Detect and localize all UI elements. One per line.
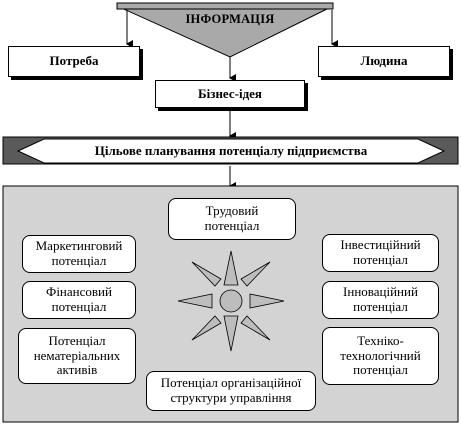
need-box: Потреба — [8, 46, 140, 77]
need-label: Потреба — [49, 53, 99, 69]
sun-star-icon — [177, 250, 285, 352]
marketing-potential-label: Маркетинговий потенціал — [35, 238, 123, 268]
labour-potential-label: Трудовий потенціал — [204, 203, 260, 233]
labour-potential-box: Трудовий потенціал — [168, 198, 296, 240]
org-structure-potential-label: Потенціал організаційної структури управ… — [160, 375, 302, 405]
intangible-potential-box: Потенціал нематеріальних активів — [18, 328, 136, 384]
financial-potential-label: Фінансовий потенціал — [46, 284, 112, 314]
org-structure-potential-box: Потенціал організаційної структури управ… — [146, 371, 316, 411]
marketing-potential-box: Маркетинговий потенціал — [22, 235, 136, 273]
intangible-potential-label: Потенціал нематеріальних активів — [33, 332, 121, 378]
tech-potential-box: Техніко- технологічний потенціал — [322, 327, 439, 385]
investment-potential-box: Інвестиційний потенціал — [322, 234, 439, 272]
investment-potential-label: Інвестиційний потенціал — [340, 237, 421, 267]
business-idea-box: Бізнес-ідея — [155, 80, 305, 108]
information-label: ІНФОРМАЦІЯ — [185, 12, 275, 26]
information-banner — [116, 2, 334, 58]
person-label: Людина — [360, 53, 408, 69]
innovation-potential-box: Інноваційний потенціал — [322, 281, 439, 319]
business-idea-label: Бізнес-ідея — [198, 85, 262, 101]
financial-potential-box: Фінансовий потенціал — [22, 281, 136, 319]
target-planning-band — [2, 136, 459, 165]
connector-arrows — [126, 10, 338, 190]
target-planning-label: Цільове планування потенціалу підприємст… — [94, 143, 368, 158]
tech-potential-label: Техніко- технологічний потенціал — [340, 332, 421, 378]
person-box: Людина — [318, 46, 450, 77]
innovation-potential-label: Інноваційний потенціал — [343, 284, 418, 314]
